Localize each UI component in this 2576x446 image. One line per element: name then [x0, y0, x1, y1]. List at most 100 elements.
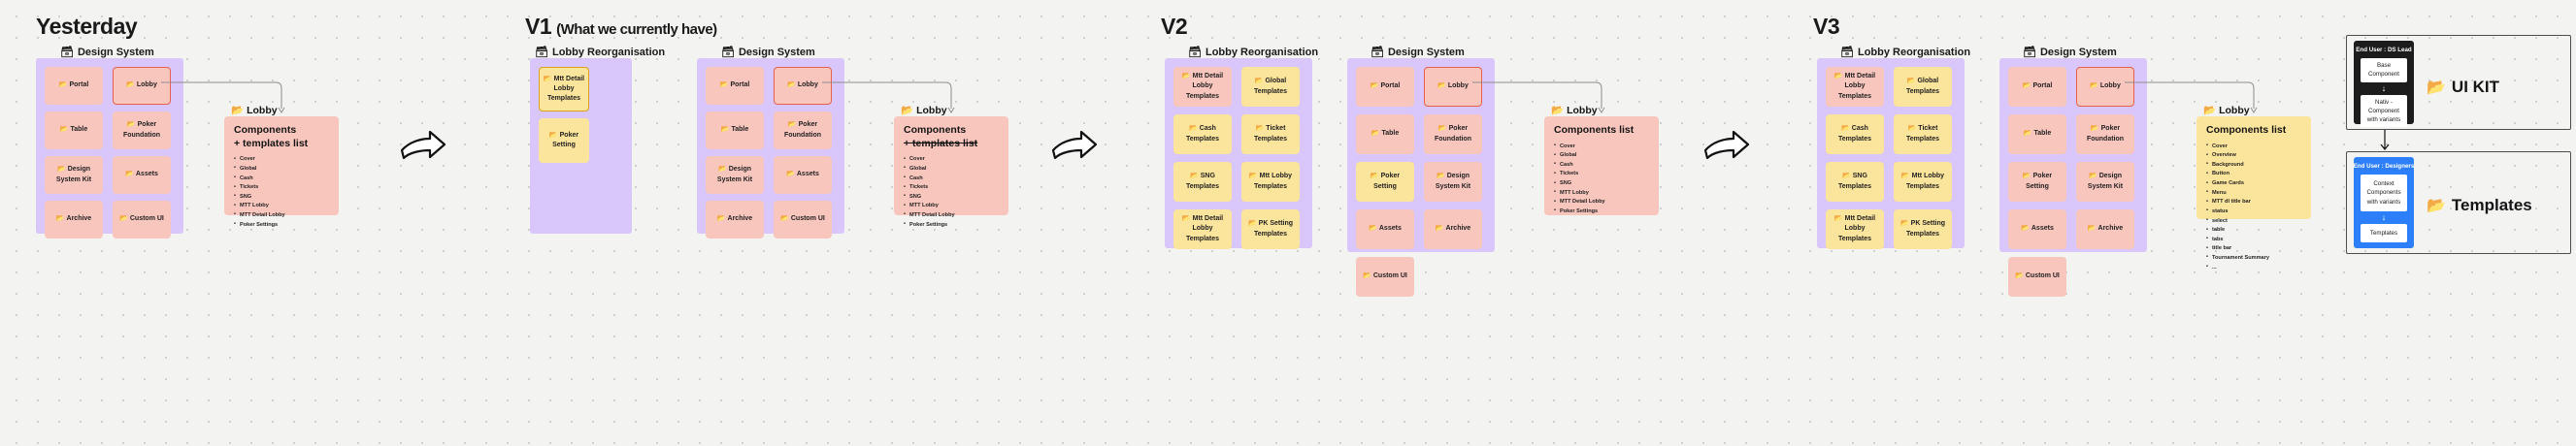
section-title-v3: V3 [1813, 14, 1840, 40]
card-archive[interactable]: 📂Archive [1424, 209, 1482, 249]
note-list: CoverGlobalCashTicketsSNGMTT LobbyMTT De… [904, 155, 1001, 230]
card-design-system-kit[interactable]: 📂Design System Kit [706, 156, 764, 194]
note-list-item: MTT dl title bar [2206, 198, 2303, 207]
card-pk-setting-templates[interactable]: 📂PK Setting Templates [1241, 209, 1300, 249]
folder-icon: 📂 [2090, 125, 2099, 133]
card-custom-ui[interactable]: 📂Custom UI [113, 201, 171, 239]
group-label-text: Design System [2039, 47, 2117, 58]
archive-box-icon: 🗃 [60, 46, 74, 58]
card-design-system-kit[interactable]: 📂Design System Kit [45, 156, 103, 194]
card-table[interactable]: 📂Table [706, 112, 764, 149]
card-poker-setting[interactable]: 📂Poker Setting [1356, 162, 1414, 202]
card-archive[interactable]: 📂Archive [706, 201, 764, 239]
card-sng-templates[interactable]: 📂SNG Templates [1173, 162, 1232, 202]
folder-icon: 📂 [716, 215, 726, 223]
note-v1[interactable]: Components+ templates listCoverGlobalCas… [894, 116, 1008, 229]
card-ticket-templates[interactable]: 📂Ticket Templates [1894, 114, 1952, 154]
card-sng-templates[interactable]: 📂SNG Templates [1826, 162, 1884, 202]
card-portal[interactable]: 📂Portal [1356, 67, 1414, 107]
card-poker-foundation[interactable]: 📂Poker Foundation [2076, 114, 2134, 154]
card-label: 📂Assets [1369, 225, 1402, 233]
card-mtt-lobby-templates[interactable]: 📂Mtt Lobby Templates [1894, 162, 1952, 202]
flow-box-templates-0[interactable]: Context Components with variants [2361, 175, 2407, 211]
card-lobby[interactable]: 📂Lobby [2076, 67, 2134, 107]
folder-icon: 📂 [58, 81, 68, 89]
note-title-line2: + templates list [234, 137, 309, 149]
card-label: 📂Mtt Detail Lobby Templates [1181, 73, 1224, 100]
card-poker-setting[interactable]: 📂Poker Setting [539, 118, 589, 163]
card-mtt-detail-lobby-templates[interactable]: 📂Mtt Detail Lobby Templates [1173, 67, 1232, 107]
folder-icon: 📂 [719, 81, 729, 89]
note-list-item: SNG [234, 192, 331, 203]
card-poker-foundation[interactable]: 📂Poker Foundation [774, 112, 832, 149]
note-v2[interactable]: Components listCoverGlobalCashTicketsSNG… [1544, 116, 1659, 216]
card-lobby[interactable]: 📂Lobby [774, 67, 832, 105]
card-mtt-detail-lobby-templates[interactable]: 📂Mtt Detail Lobby Templates [1173, 209, 1232, 249]
card-label: 📂Table [720, 126, 749, 134]
card-assets[interactable]: 📂Assets [774, 156, 832, 194]
card-label: 📂Poker Setting [1370, 173, 1401, 190]
card-cash-templates[interactable]: 📂Cash Templates [1826, 114, 1884, 154]
card-assets[interactable]: 📂Assets [1356, 209, 1414, 249]
note-yesterday[interactable]: Components+ templates listCoverGlobalCas… [224, 116, 339, 229]
card-global-templates[interactable]: 📂Global Templates [1241, 67, 1300, 107]
card-ticket-templates[interactable]: 📂Ticket Templates [1241, 114, 1300, 154]
folder-icon: 📂 [2427, 198, 2446, 214]
card-portal[interactable]: 📂Portal [2008, 67, 2066, 107]
card-table[interactable]: 📂Table [1356, 114, 1414, 154]
note-head-text: Lobby [916, 104, 947, 116]
card-design-system-kit[interactable]: 📂Design System Kit [2076, 162, 2134, 202]
note-title-line1: Components list [2206, 124, 2287, 136]
card-label: 📂Lobby [2090, 82, 2121, 90]
card-portal[interactable]: 📂Portal [45, 67, 103, 105]
card-poker-setting[interactable]: 📂Poker Setting [2008, 162, 2066, 202]
panel-templates[interactable] [2346, 151, 2571, 254]
section-title-main: Yesterday [36, 14, 138, 39]
card-mtt-detail-lobby-templates[interactable]: 📂Mtt Detail Lobby Templates [1826, 209, 1884, 249]
note-list-item: Overview [2206, 151, 2303, 161]
folder-icon: 📂 [2088, 173, 2097, 180]
folder-icon: 📂 [126, 121, 136, 129]
note-v3[interactable]: Components listCoverOverviewBackgroundBu… [2196, 116, 2311, 271]
card-pk-setting-templates[interactable]: 📂PK Setting Templates [1894, 209, 1952, 249]
card-cash-templates[interactable]: 📂Cash Templates [1173, 114, 1232, 154]
card-archive[interactable]: 📂Archive [2076, 209, 2134, 249]
panel-ui-kit[interactable] [2346, 35, 2571, 130]
card-lobby[interactable]: 📂Lobby [113, 67, 171, 105]
note-head-v3: 📂Lobby [2203, 104, 2250, 117]
card-mtt-detail-lobby-templates[interactable]: 📂Mtt Detail Lobby Templates [539, 67, 589, 112]
flow-box-templates-1[interactable]: Templates [2361, 223, 2407, 242]
card-poker-foundation[interactable]: 📂Poker Foundation [1424, 114, 1482, 154]
flow-box-ui-kit-1[interactable]: Nativ - Component with variants [2361, 94, 2407, 128]
note-list-item: Global [1554, 151, 1651, 161]
archive-box-icon: 🗃 [535, 46, 548, 58]
note-title: Components+ templates list [904, 124, 1001, 150]
card-mtt-lobby-templates[interactable]: 📂Mtt Lobby Templates [1241, 162, 1300, 202]
card-label: 📂Poker Foundation [1434, 125, 1472, 143]
card-portal[interactable]: 📂Portal [706, 67, 764, 105]
card-mtt-detail-lobby-templates[interactable]: 📂Mtt Detail Lobby Templates [1826, 67, 1884, 107]
card-archive[interactable]: 📂Archive [45, 201, 103, 239]
note-title: Components list [1554, 124, 1651, 138]
folder-icon: 📂 [1842, 173, 1851, 180]
card-table[interactable]: 📂Table [2008, 114, 2066, 154]
card-assets[interactable]: 📂Assets [2008, 209, 2066, 249]
card-label: 📂Design System Kit [2087, 173, 2124, 190]
card-custom-ui[interactable]: 📂Custom UI [2008, 257, 2066, 297]
card-assets[interactable]: 📂Assets [113, 156, 171, 194]
card-poker-foundation[interactable]: 📂Poker Foundation [113, 112, 171, 149]
card-table[interactable]: 📂Table [45, 112, 103, 149]
card-lobby[interactable]: 📂Lobby [1424, 67, 1482, 107]
note-list-item: Cover [2206, 142, 2303, 152]
folder-icon: 📂 [1900, 173, 1910, 180]
card-label: 📂Lobby [1437, 82, 1469, 90]
flow-box-ui-kit-0[interactable]: Base Component [2361, 58, 2407, 82]
card-label: 📂Lobby [787, 81, 818, 89]
card-global-templates[interactable]: 📂Global Templates [1894, 67, 1952, 107]
card-design-system-kit[interactable]: 📂Design System Kit [1424, 162, 1482, 202]
card-custom-ui[interactable]: 📂Custom UI [1356, 257, 1414, 297]
card-custom-ui[interactable]: 📂Custom UI [774, 201, 832, 239]
folder-icon: 📂 [1435, 225, 1444, 233]
